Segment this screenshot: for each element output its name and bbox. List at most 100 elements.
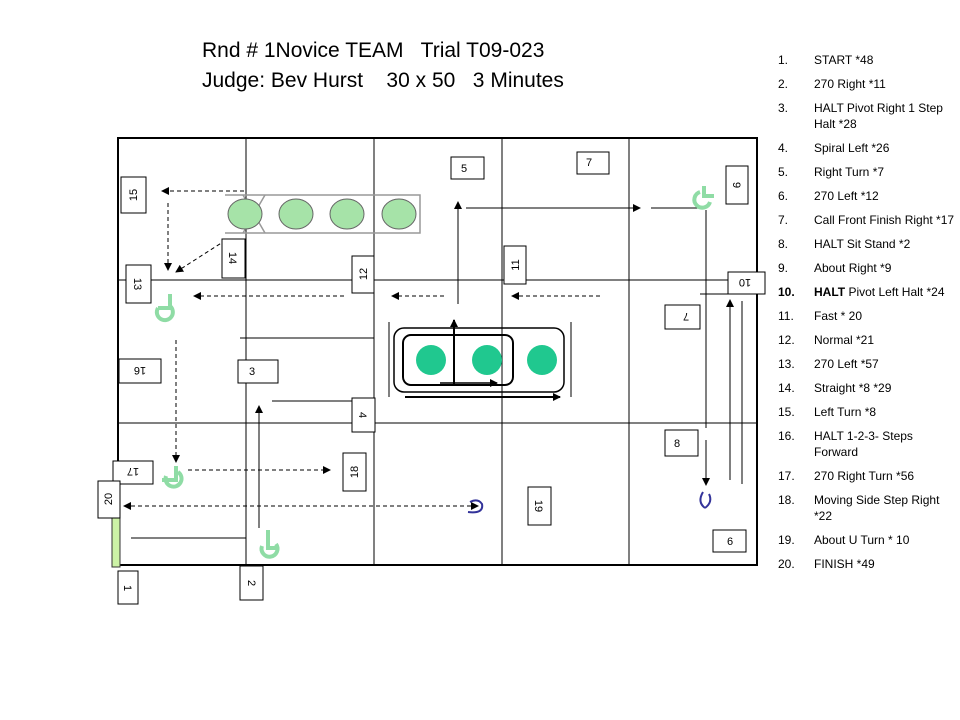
- legend-item-text: Normal *21: [814, 333, 875, 347]
- legend-item: 20. FINISH *49: [778, 556, 958, 572]
- legend-item: 12. Normal *21: [778, 332, 958, 348]
- sign-boxes: [97, 151, 766, 605]
- legend-item-number: 3.: [778, 101, 789, 115]
- sign-18: 18: [349, 466, 361, 478]
- pylon: [472, 345, 502, 375]
- sign-2: 2: [245, 580, 257, 586]
- legend-item-number: 11.: [778, 309, 794, 323]
- legend-item-text: Moving Side Step Right *22: [814, 493, 940, 523]
- legend-item: 9. About Right *9: [778, 260, 958, 276]
- legend-item: 11. Fast * 20: [778, 308, 958, 324]
- legend-item-text: 270 Left *57: [814, 357, 879, 371]
- sign-14: 14: [226, 252, 238, 264]
- legend-item-number: 2.: [778, 77, 789, 91]
- legend-item-number: 6.: [778, 189, 789, 203]
- path-solid: [131, 201, 743, 539]
- station-legend: 1. START *48 2. 270 Right *11 3. HALT Pivot R…: [778, 52, 958, 580]
- legend-item: 13. 270 Left *57: [778, 356, 958, 372]
- turn-icon: [154, 294, 175, 323]
- legend-item: 7. Call Front Finish Right *17: [778, 212, 958, 228]
- pylon: [416, 345, 446, 375]
- sign-7b: 7: [683, 310, 689, 322]
- spiral-pylons: [388, 319, 572, 401]
- legend-item-number: 20.: [778, 557, 795, 571]
- sign-15: 15: [128, 189, 140, 201]
- legend-item-text: Right Turn *7: [814, 165, 885, 179]
- legend-item-text: 270 Right *11: [814, 77, 886, 91]
- legend-item-text: About Right *9: [814, 261, 892, 275]
- pylon: [527, 345, 557, 375]
- legend-item: 4. Spiral Left *26: [778, 140, 958, 156]
- sign-11: 11: [510, 259, 522, 270]
- legend-item: 2. 270 Right *11: [778, 76, 958, 92]
- cone: [278, 198, 314, 230]
- legend-item-number: 7.: [778, 213, 789, 227]
- legend-item-number: 18.: [778, 493, 795, 507]
- legend-item-number: 15.: [778, 405, 795, 419]
- legend-item: 6. 270 Left *12: [778, 188, 958, 204]
- legend-item-text: 270 Left *12: [814, 189, 879, 203]
- legend-item-text: About U Turn * 10: [814, 533, 910, 547]
- legend-item: 3. HALT Pivot Right 1 Step Halt *28: [778, 100, 958, 132]
- legend-item-text: Fast * 20: [814, 309, 863, 323]
- legend-item-number: 16.: [778, 429, 795, 443]
- legend-item-text: HALT 1-2-3- Steps Forward: [814, 429, 913, 459]
- legend-item-number: 12.: [778, 333, 795, 347]
- legend-item: 19. About U Turn * 10: [778, 532, 958, 548]
- sign-6: 6: [727, 536, 733, 548]
- legend-item: 18. Moving Side Step Right *22: [778, 492, 958, 524]
- sign-8: 8: [674, 438, 680, 450]
- legend-item-text: Spiral Left *26: [814, 141, 890, 155]
- sign-20: 20: [103, 493, 115, 505]
- legend-item-text: HALT Sit Stand *2: [814, 237, 911, 251]
- sign-7: 7: [586, 157, 592, 169]
- legend-item: 16. HALT 1-2-3- Steps Forward: [778, 428, 958, 460]
- legend-item-text: START *48: [814, 53, 874, 67]
- legend-item-number: 5.: [778, 165, 789, 179]
- legend-item: 10. HALT Pivot Left Halt *24: [778, 284, 958, 300]
- legend-item-number: 19.: [778, 533, 795, 547]
- ring-boundary: [117, 137, 758, 566]
- legend-item: 14. Straight *8 *29: [778, 380, 958, 396]
- judge-info: Judge: Bev Hurst 30 x 50 3 Minutes: [202, 69, 564, 92]
- legend-item-number: 4.: [778, 141, 789, 155]
- sign-13: 13: [131, 278, 143, 290]
- legend-item-number: 13.: [778, 357, 795, 371]
- course-title: Rnd # 1Novice TEAM Trial T09-023: [202, 39, 545, 62]
- legend-item: 8. HALT Sit Stand *2: [778, 236, 958, 252]
- legend-item-text: Pivot Left Halt *24: [845, 285, 945, 299]
- legend-item: 15. Left Turn *8: [778, 404, 958, 420]
- sign-19: 19: [532, 500, 544, 512]
- cone: [381, 198, 417, 230]
- u-turn-icon: [467, 499, 484, 514]
- legend-item-text: HALT Pivot Right 1 Step Halt *28: [814, 101, 943, 131]
- legend-item-text: 270 Right Turn *56: [814, 469, 915, 483]
- legend-item-number: 10.: [778, 285, 795, 299]
- sign-3: 3: [249, 366, 255, 378]
- legend-item: 1. START *48: [778, 52, 958, 68]
- legend-item-text: Left Turn *8: [814, 405, 877, 419]
- u-turn-icon: [699, 491, 712, 509]
- sign-10: 10: [739, 276, 751, 288]
- sign-1: 1: [121, 585, 133, 591]
- cone-row: [225, 194, 421, 234]
- legend-item: 17. 270 Right Turn *56: [778, 468, 958, 484]
- legend-item-lead: HALT: [814, 285, 846, 299]
- legend-item-text: Call Front Finish Right *17: [814, 213, 955, 227]
- sign-4: 4: [356, 412, 368, 418]
- legend-item-number: 14.: [778, 381, 795, 395]
- legend-item-text: FINISH *49: [814, 557, 875, 571]
- cone: [227, 198, 263, 230]
- legend-item-number: 17.: [778, 469, 795, 483]
- legend-item-number: 1.: [778, 53, 789, 67]
- legend-item-text: Straight *8 *29: [814, 381, 892, 395]
- cone: [329, 198, 365, 230]
- sign-9: 9: [730, 182, 742, 188]
- sign-17: 17: [127, 465, 139, 477]
- sign-5: 5: [461, 163, 467, 175]
- legend-item-number: 9.: [778, 261, 789, 275]
- legend-item-number: 8.: [778, 237, 789, 251]
- sign-16: 16: [134, 364, 146, 376]
- legend-item: 5. Right Turn *7: [778, 164, 958, 180]
